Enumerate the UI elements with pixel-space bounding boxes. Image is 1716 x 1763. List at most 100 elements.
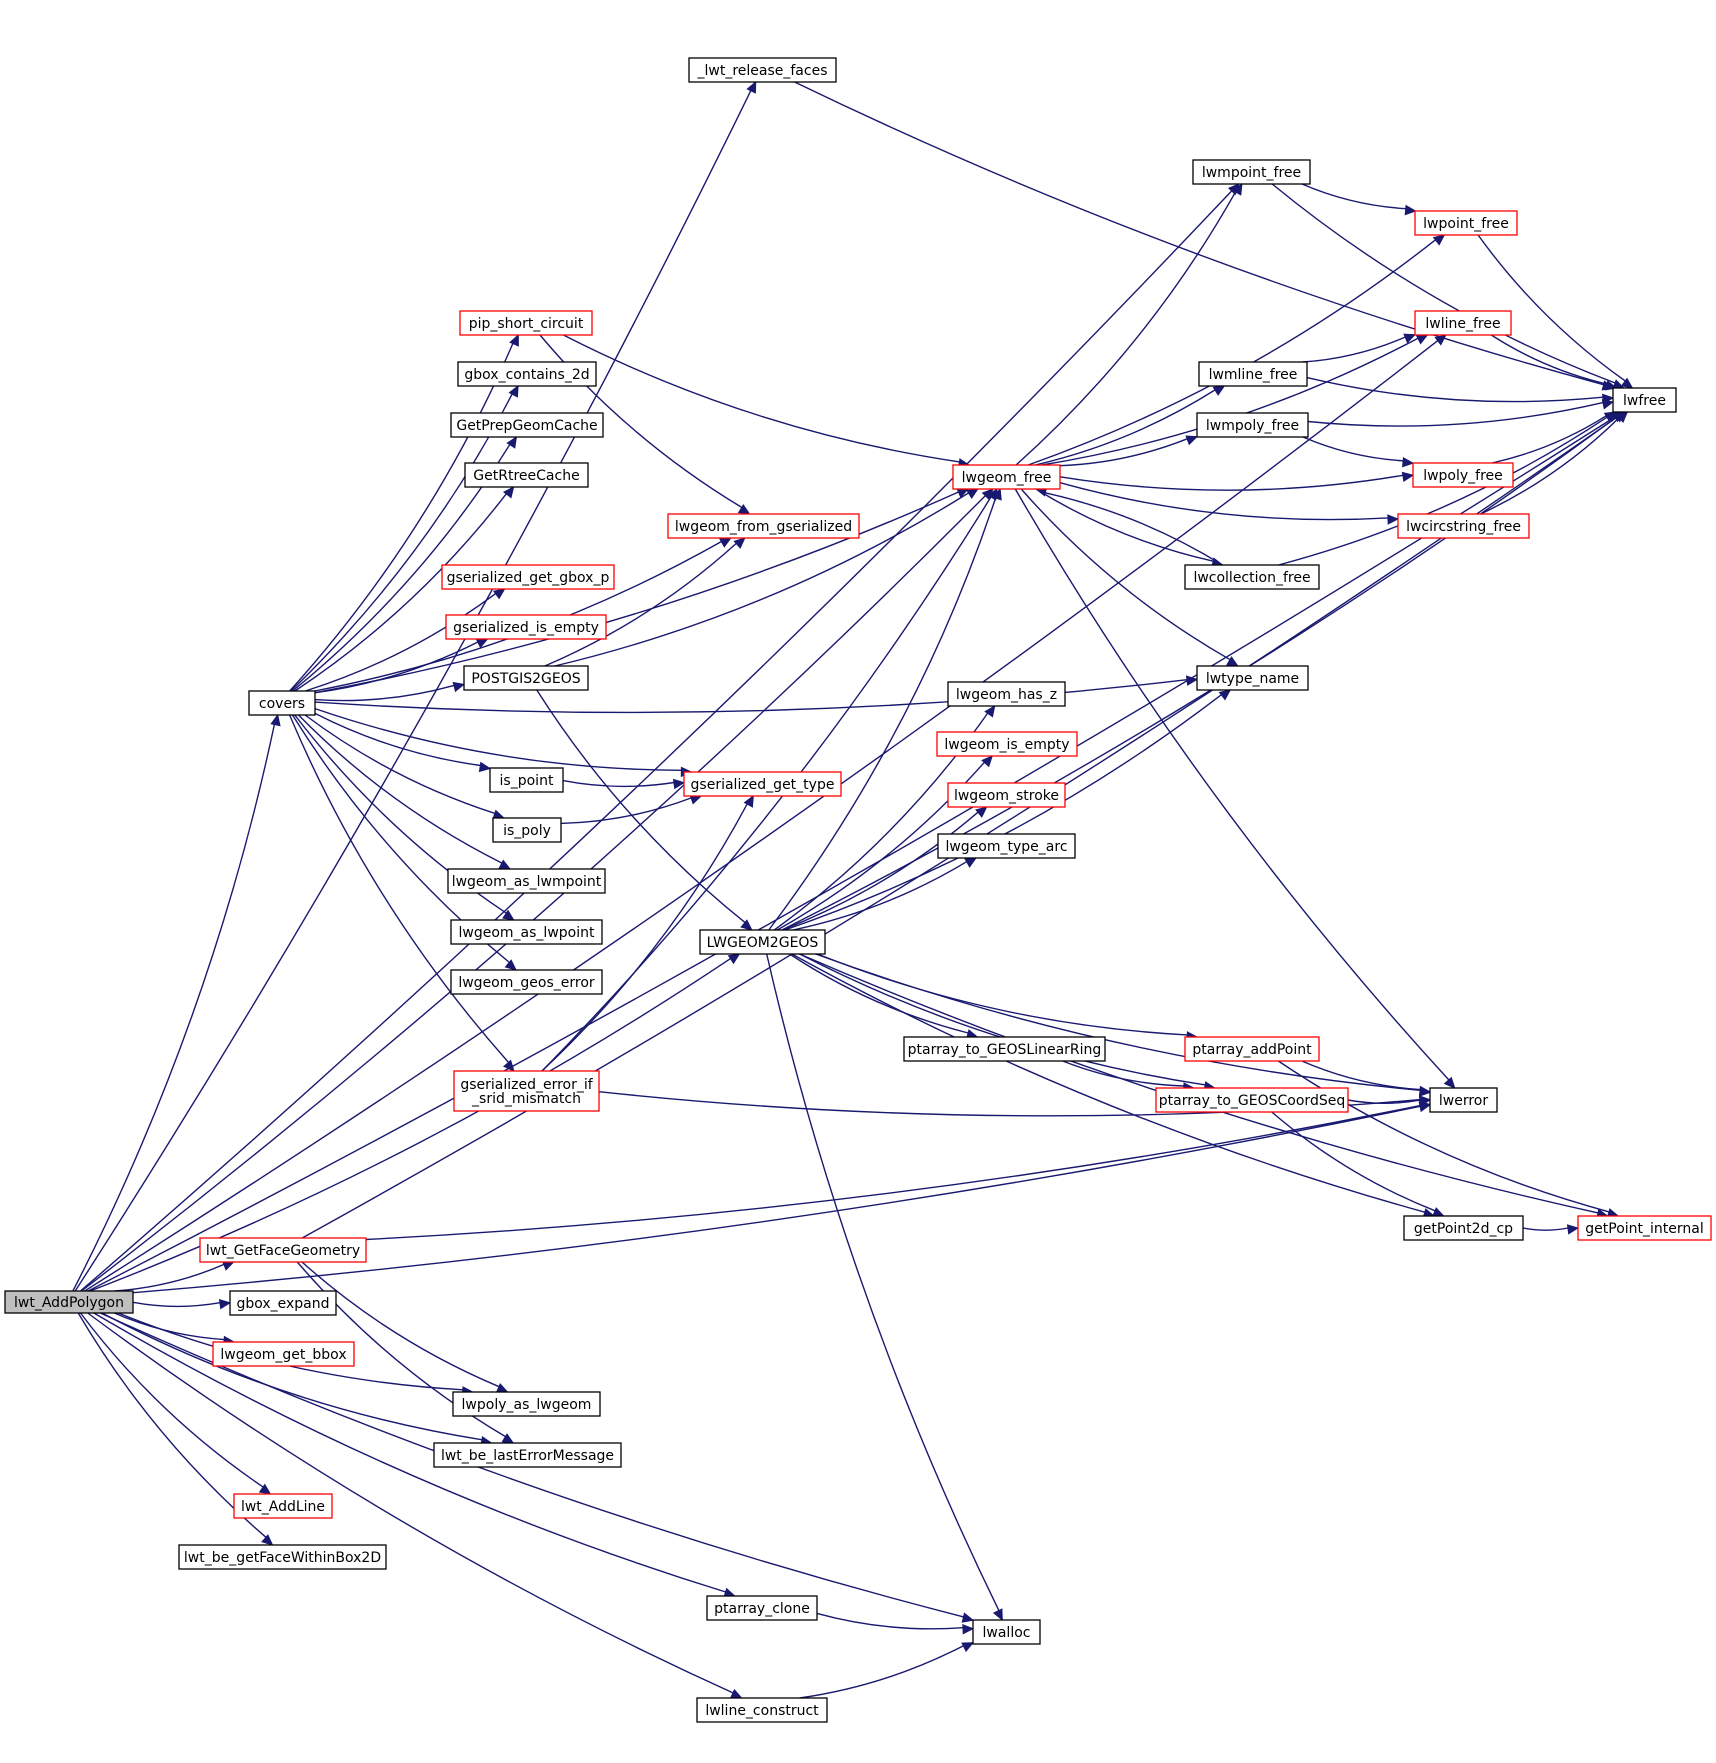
node-box: [452, 1391, 601, 1417]
node-label: lwalloc: [983, 1625, 1031, 1641]
node-gserialized-get-gbox-p[interactable]: gserialized_get_gbox_p: [441, 564, 615, 590]
node-label: GetPrepGeomCache: [456, 418, 597, 434]
node-ptarray-addpoint[interactable]: ptarray_addPoint: [1184, 1036, 1320, 1062]
node-label: lwmpoly_free: [1206, 418, 1299, 434]
edge-line: [296, 1261, 506, 1438]
node-lwgeom2geos[interactable]: LWGEOM2GEOS: [699, 929, 826, 955]
node-lwline-free[interactable]: lwline_free: [1414, 310, 1512, 336]
edge-line: [1477, 234, 1626, 382]
edge-lwgeom2geos-to-getpoint2d-cp: [791, 953, 1436, 1219]
edge-lwgeom2geos-to-ptarray-to-geoslinearring: [789, 953, 979, 1040]
node-pip-short-circuit[interactable]: pip_short_circuit: [459, 310, 593, 336]
node-lwline-construct[interactable]: lwline_construct: [696, 1697, 828, 1723]
node-lwgeom-from-gserialized[interactable]: lwgeom_from_gserialized: [667, 513, 860, 539]
arrowhead-icon: [975, 806, 988, 818]
node-is-poly[interactable]: is_poly: [492, 817, 562, 843]
node-box: [199, 1237, 367, 1263]
edge-lwline-free-to-lwfree: [1490, 334, 1618, 391]
node-ptarray-clone[interactable]: ptarray_clone: [706, 1595, 818, 1621]
node-gserialized-is-empty[interactable]: gserialized_is_empty: [445, 614, 607, 640]
edge-line: [314, 684, 455, 702]
node-lwt-be-getfacewithinbox2d[interactable]: lwt_be_getFaceWithinBox2D: [178, 1544, 387, 1570]
arrowhead-icon: [1185, 435, 1199, 446]
node-getrtreecache[interactable]: GetRtreeCache: [464, 462, 589, 488]
arrowhead-icon: [1613, 411, 1627, 423]
node-lwcollection-free[interactable]: lwcollection_free: [1184, 564, 1320, 590]
edge-lwline-construct-to-lwalloc: [799, 1642, 975, 1699]
node-label: lwt_be_getFaceWithinBox2D: [184, 1550, 381, 1566]
node-gbox-contains-2d[interactable]: gbox_contains_2d: [457, 361, 597, 387]
node-getprepgeomcache[interactable]: GetPrepGeomCache: [450, 412, 604, 438]
node-label: lwmpoint_free: [1202, 165, 1301, 181]
arrowhead-icon: [1415, 334, 1429, 345]
node-gbox-expand[interactable]: gbox_expand: [229, 1290, 337, 1316]
node-postgis2geos[interactable]: POSTGIS2GEOS: [463, 665, 589, 691]
node-box: [489, 767, 564, 793]
edge-covers-to-gserialized-get-gbox-p: [305, 588, 506, 692]
edge-line: [1480, 417, 1620, 515]
node-label: lwgeom_has_z: [956, 687, 1057, 703]
node-box: [936, 731, 1078, 757]
node-lwgeom-get-bbox[interactable]: lwgeom_get_bbox: [212, 1341, 355, 1367]
arrowhead-icon: [1401, 471, 1415, 483]
node-lwt-addline[interactable]: lwt_AddLine: [233, 1493, 333, 1519]
node-lwpoint-free[interactable]: lwpoint_free: [1414, 210, 1518, 236]
node-gserialized-error-if-srid-mismatch[interactable]: gserialized_error_if_srid_mismatch: [453, 1070, 600, 1112]
node-lwgeom-type-arc[interactable]: lwgeom_type_arc: [937, 833, 1076, 859]
edge-line: [1059, 482, 1389, 521]
arrowhead-icon: [966, 488, 979, 500]
edge-line: [781, 416, 1617, 931]
node-ptarray-to-geoscoordseq[interactable]: ptarray_to_GEOSCoordSeq: [1155, 1087, 1349, 1113]
node-lwcircstring-free[interactable]: lwcircstring_free: [1397, 513, 1530, 539]
node-lwfree[interactable]: lwfree: [1612, 387, 1677, 413]
node-lwt-addpolygon[interactable]: lwt_AddPolygon: [4, 1290, 134, 1314]
edge-covers-to-is-point: [314, 712, 492, 773]
node-lwpoly-free[interactable]: lwpoly_free: [1412, 462, 1514, 488]
node-lwt-be-lasterrormessage[interactable]: lwt_be_lastErrorMessage: [433, 1442, 622, 1468]
edge-lwmpoly-free-to-lwfree: [1307, 399, 1615, 427]
node-box: [229, 1290, 337, 1316]
arrowhead-icon: [1403, 333, 1417, 344]
arrowhead-icon: [1418, 1101, 1432, 1112]
edge-line: [1271, 183, 1616, 384]
node-getpoint2d-cp[interactable]: getPoint2d_cp: [1403, 1215, 1524, 1241]
edge-line: [1347, 1099, 1421, 1104]
edge-pip-short-circuit-to-lwgeom-from-gserialized: [539, 334, 751, 515]
node-lwerror[interactable]: lwerror: [1429, 1087, 1498, 1113]
node-lwtype-name[interactable]: lwtype_name: [1196, 665, 1309, 691]
edge-line: [1302, 336, 1406, 363]
node-lwgeom-free[interactable]: lwgeom_free: [952, 464, 1061, 490]
node-lwt-release-faces[interactable]: _lwt_release_faces: [688, 57, 837, 83]
node-lwpoly-as-lwgeom[interactable]: lwpoly_as_lwgeom: [452, 1391, 601, 1417]
node-lwgeom-is-empty[interactable]: lwgeom_is_empty: [936, 731, 1078, 757]
node-ptarray-to-geoslinearring[interactable]: ptarray_to_GEOSLinearRing: [903, 1036, 1106, 1062]
node-lwgeom-geos-error[interactable]: lwgeom_geos_error: [450, 969, 603, 995]
edge-lwt-getfacegeometry-to-lwpoly-as-lwgeom: [301, 1261, 509, 1393]
node-lwmline-free[interactable]: lwmline_free: [1198, 361, 1308, 387]
node-lwgeom-as-lwpoint[interactable]: lwgeom_as_lwpoint: [450, 919, 603, 945]
edge-line: [301, 1261, 500, 1388]
node-lwt-getfacegeometry[interactable]: lwt_GetFaceGeometry: [199, 1237, 367, 1263]
node-label: gbox_contains_2d: [464, 367, 589, 383]
node-box: [1577, 1215, 1712, 1241]
node-label: getPoint_internal: [1585, 1221, 1703, 1237]
edge-line: [1059, 474, 1404, 491]
node-covers[interactable]: covers: [248, 690, 316, 716]
node-gserialized-get-type[interactable]: gserialized_get_type: [683, 771, 842, 797]
node-box: [1184, 564, 1320, 590]
node-is-point[interactable]: is_point: [489, 767, 564, 793]
edge-line: [1278, 415, 1610, 566]
node-lwgeom-stroke[interactable]: lwgeom_stroke: [947, 782, 1066, 808]
node-lwalloc[interactable]: lwalloc: [972, 1619, 1041, 1645]
node-lwmpoly-free[interactable]: lwmpoly_free: [1196, 412, 1309, 438]
node-lwgeom-has-z[interactable]: lwgeom_has_z: [947, 681, 1066, 707]
arrowhead-icon: [984, 705, 996, 718]
edge-covers-to-pip-short-circuit: [289, 333, 519, 692]
node-lwmpoint-free[interactable]: lwmpoint_free: [1192, 159, 1311, 185]
arrowhead-icon: [502, 1059, 515, 1072]
node-getpoint-internal[interactable]: getPoint_internal: [1577, 1215, 1712, 1241]
node-lwgeom-as-lwmpoint[interactable]: lwgeom_as_lwmpoint: [447, 868, 606, 894]
arrowhead-icon: [961, 1612, 975, 1623]
edge-line: [791, 953, 1425, 1213]
edge-lwgeom2geos-to-lwgeom-stroke: [782, 806, 988, 931]
